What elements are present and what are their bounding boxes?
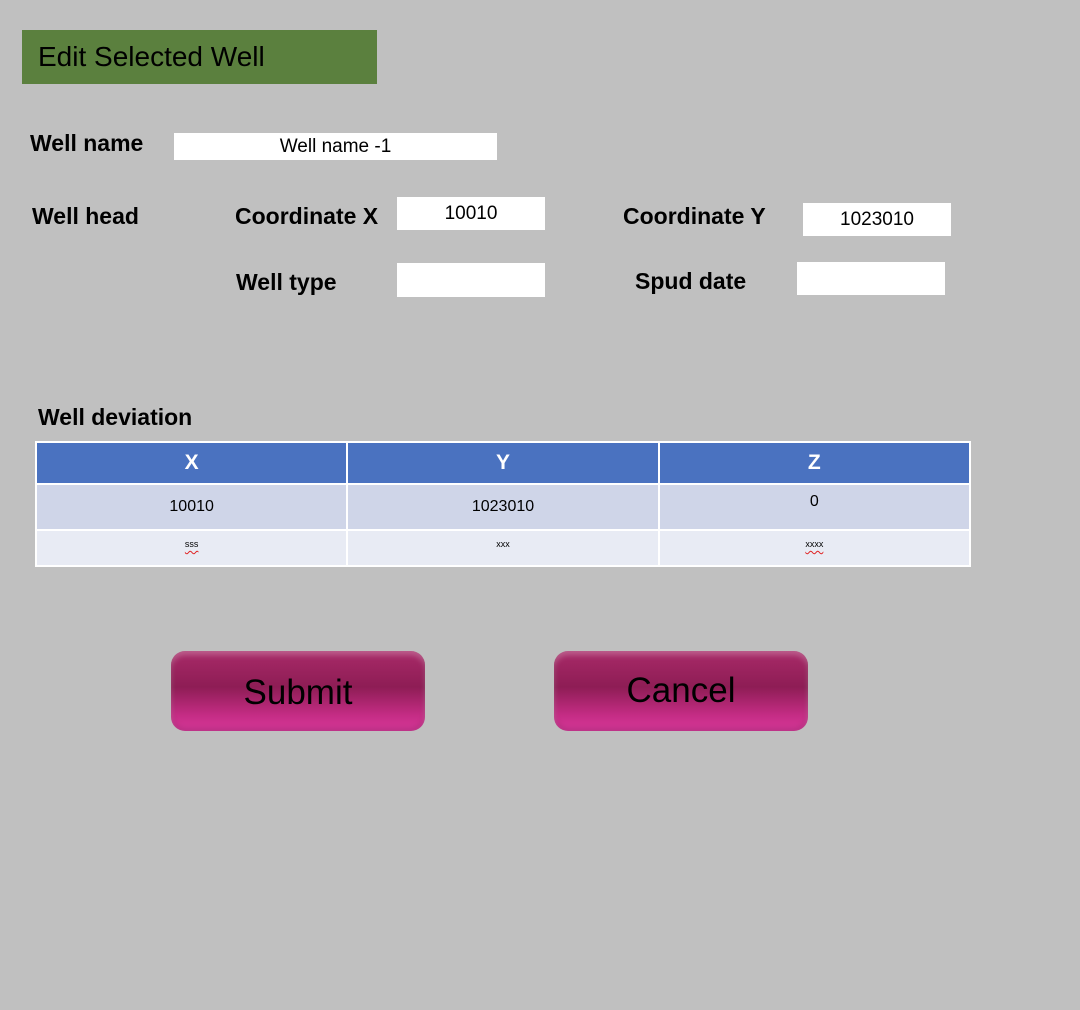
coordinate-x-input[interactable] <box>397 197 545 230</box>
coordinate-y-input[interactable] <box>803 203 951 236</box>
well-type-label: Well type <box>236 269 337 295</box>
spud-date-input[interactable] <box>797 262 945 295</box>
column-header-z: Z <box>657 441 972 485</box>
cancel-button-label: Cancel <box>626 671 736 710</box>
well-name-input[interactable] <box>174 133 497 160</box>
table-cell-x[interactable]: 10010 <box>34 483 349 531</box>
cell-text: xxx <box>496 539 510 549</box>
table-cell-y[interactable]: xxx <box>346 529 660 567</box>
cancel-button[interactable]: Cancel <box>554 651 808 731</box>
cell-text: sss <box>184 539 199 549</box>
table-cell-z[interactable]: xxxx <box>657 529 972 567</box>
table-header-row: X Y Z <box>34 441 972 485</box>
coordinate-x-label: Coordinate X <box>235 203 379 229</box>
submit-button[interactable]: Submit <box>171 651 425 731</box>
coordinate-y-label: Coordinate Y <box>623 203 766 229</box>
well-name-label: Well name <box>30 130 144 156</box>
well-head-label: Well head <box>32 203 139 229</box>
page-title: Edit Selected Well <box>38 41 265 72</box>
table-row: sss xxx xxxx <box>34 529 972 567</box>
page-title-bar: Edit Selected Well <box>22 30 377 84</box>
submit-button-label: Submit <box>243 673 353 712</box>
well-deviation-label: Well deviation <box>38 404 193 430</box>
table-cell-z[interactable]: 0 <box>657 483 972 531</box>
column-header-y: Y <box>346 441 660 485</box>
table-row: 10010 1023010 0 <box>34 483 972 531</box>
well-type-input[interactable] <box>397 263 545 297</box>
table-cell-x[interactable]: sss <box>34 529 349 567</box>
table-cell-y[interactable]: 1023010 <box>346 483 660 531</box>
column-header-x: X <box>34 441 349 485</box>
cell-text: xxxx <box>805 539 824 549</box>
spud-date-label: Spud date <box>635 268 747 294</box>
well-deviation-table: X Y Z 10010 1023010 0 sss xxx xxxx <box>34 441 972 567</box>
